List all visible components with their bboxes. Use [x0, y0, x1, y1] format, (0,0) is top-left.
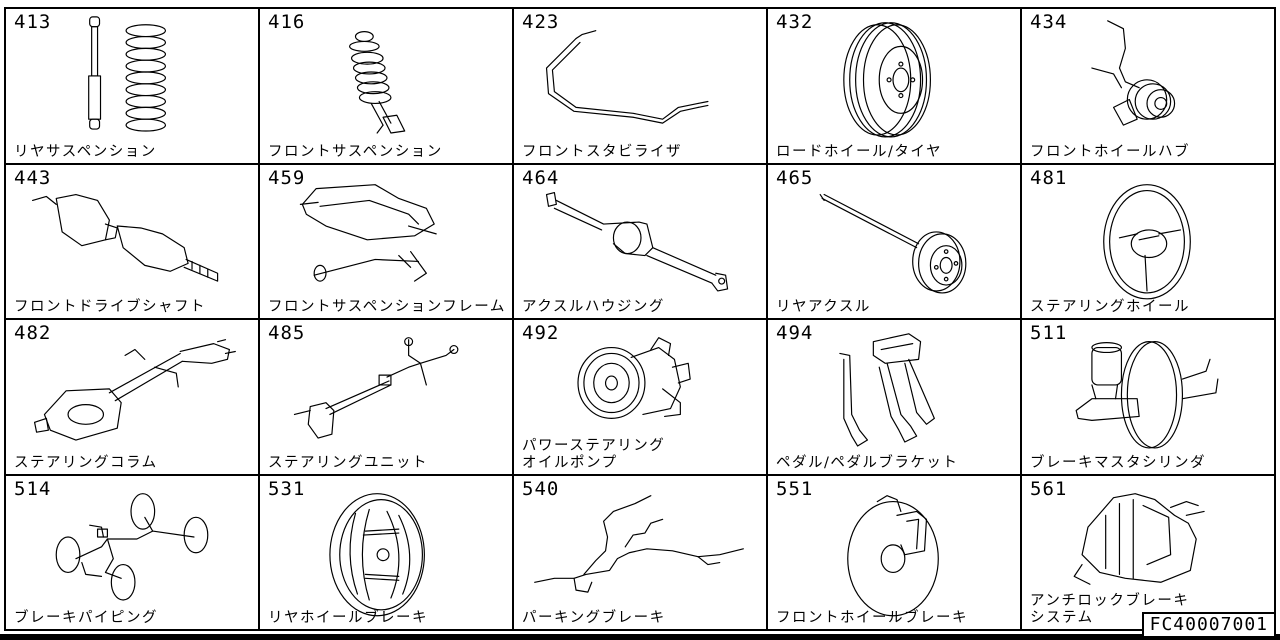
part-code: 464 — [522, 166, 560, 189]
steering-wheel-icon — [1103, 183, 1191, 299]
part-label: ステアリングコラム — [14, 454, 158, 471]
part-cell[interactable]: 482 ステアリングコラム — [6, 320, 260, 476]
part-code: 511 — [1030, 322, 1068, 344]
part-code: 531 — [268, 477, 306, 500]
part-cell[interactable]: 465 リヤアクスル — [768, 164, 1022, 320]
part-cell[interactable]: 492 パワーステアリング オイルポンプ — [514, 320, 768, 476]
front-wheel-brake-icon — [847, 494, 939, 616]
part-cell[interactable]: 416 フロントサスペンション — [260, 9, 514, 165]
power-steering-pump-icon — [577, 337, 691, 419]
part-cell[interactable]: 561 アンチロックブレーキ システム — [1022, 475, 1276, 631]
part-code: 551 — [776, 477, 814, 500]
part-label: フロントホイールブレーキ — [776, 610, 968, 626]
part-code: 514 — [14, 477, 52, 500]
part-code: 465 — [776, 166, 814, 189]
brake-piping-icon — [55, 492, 209, 601]
part-label: アクスルハウジング — [522, 299, 665, 315]
part-cell[interactable]: 531 リヤホイールブレーキ — [260, 475, 514, 631]
part-code: 481 — [1030, 166, 1068, 189]
part-label: ロードホイール/タイヤ — [776, 143, 942, 160]
part-label: フロントホイールハブ — [1030, 143, 1190, 160]
axle-housing-icon — [545, 191, 729, 292]
part-cell[interactable]: 494 ペダル/ペダルブラケット — [768, 320, 1022, 476]
part-code: 459 — [268, 166, 306, 189]
part-code: 482 — [14, 322, 52, 344]
part-label: ステアリングユニット — [268, 454, 428, 471]
pedal-bracket-icon — [839, 333, 935, 447]
part-cell[interactable]: 413 リヤサスペンション — [6, 9, 260, 165]
part-code: 485 — [268, 322, 306, 344]
part-label: フロントドライブシャフト — [14, 299, 206, 315]
front-stabilizer-icon — [545, 30, 709, 124]
part-cell[interactable]: 540 パーキングブレーキ — [514, 475, 768, 631]
part-cell[interactable]: 485 ステアリングユニット — [260, 320, 514, 476]
part-label: パワーステアリング オイルポンプ — [522, 437, 666, 471]
part-code: 432 — [776, 11, 814, 33]
part-code: 443 — [14, 166, 52, 189]
part-label: リヤサスペンション — [14, 143, 157, 160]
part-cell[interactable]: 434 フロントホイールハブ — [1022, 9, 1276, 165]
part-label: ブレーキパイピング — [14, 610, 158, 626]
rear-axle-icon — [819, 193, 967, 294]
brake-master-cylinder-icon — [1075, 341, 1219, 449]
anti-lock-brake-icon — [1073, 492, 1205, 585]
part-code: 434 — [1030, 11, 1068, 33]
part-cell[interactable]: 511 ブレーキマスタシリンダ — [1022, 320, 1276, 476]
part-cell[interactable]: 432 ロードホイール/タイヤ — [768, 9, 1022, 165]
figure-id: FC40007001 — [1141, 612, 1276, 638]
parking-brake-icon — [534, 494, 744, 593]
part-cell[interactable]: 443 フロントドライブシャフト — [6, 164, 260, 320]
part-cell[interactable]: 551 フロントホイールブレーキ — [768, 475, 1022, 631]
part-label: フロントスタビライザ — [522, 143, 682, 160]
part-code: 561 — [1030, 477, 1068, 500]
part-code: 540 — [522, 477, 560, 500]
part-code: 423 — [522, 11, 560, 33]
part-label: フロントサスペンションフレーム — [268, 299, 506, 315]
part-code: 413 — [14, 11, 52, 33]
part-label: ステアリングホイール — [1030, 299, 1190, 315]
part-cell[interactable]: 464 アクスルハウジング — [514, 164, 768, 320]
part-label: リヤアクスル — [776, 299, 871, 315]
part-cell[interactable]: 459 フロントサスペンションフレーム — [260, 164, 514, 320]
part-label: フロントサスペンション — [268, 143, 443, 160]
front-drive-shaft-icon — [32, 193, 219, 282]
part-cell[interactable]: 423 フロントスタビライザ — [514, 9, 768, 165]
part-code: 416 — [268, 11, 306, 33]
front-suspension-icon — [349, 31, 406, 134]
part-label: ペダル/ペダルブラケット — [776, 454, 959, 471]
front-suspension-frame-icon — [299, 183, 437, 282]
part-label: アンチロックブレーキ システム — [1030, 593, 1190, 626]
rear-suspension-icon — [88, 16, 167, 132]
front-wheel-hub-icon — [1091, 20, 1176, 126]
part-label: リヤホイールブレーキ — [268, 610, 428, 626]
part-code: 492 — [522, 322, 560, 344]
parts-grid: 413 リヤサスペンション 416 — [4, 7, 1276, 631]
bottom-border — [0, 634, 1280, 640]
part-code: 494 — [776, 322, 814, 344]
rear-wheel-brake-icon — [329, 492, 425, 616]
part-cell[interactable]: 514 ブレーキパイピング — [6, 475, 260, 631]
part-cell[interactable]: 481 ステアリングホイール — [1022, 164, 1276, 320]
part-label: パーキングブレーキ — [522, 610, 666, 626]
steering-unit-icon — [293, 337, 459, 439]
steering-column-icon — [33, 339, 236, 441]
road-wheel-tire-icon — [843, 22, 931, 138]
part-label: ブレーキマスタシリンダ — [1030, 454, 1206, 471]
